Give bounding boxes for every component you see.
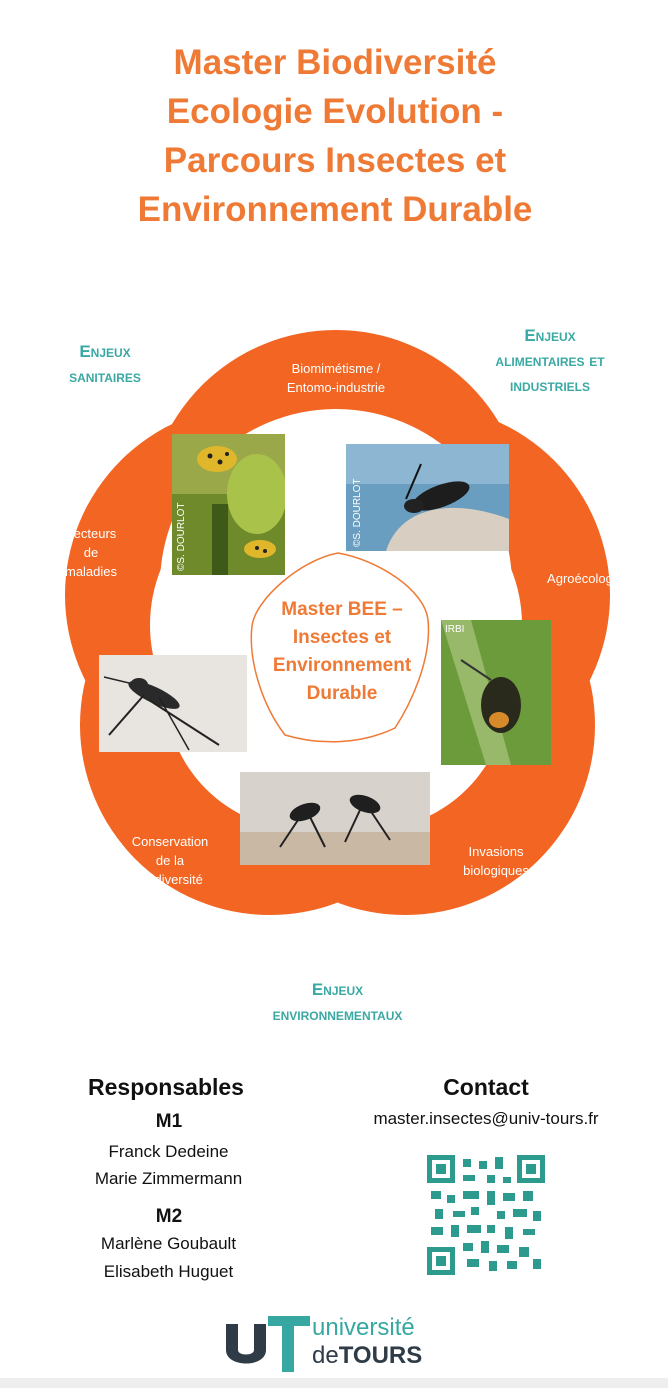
petal-label-right: Agroécologie (547, 571, 623, 586)
responsables-heading: Responsables (88, 1074, 244, 1100)
logo-de: de (312, 1342, 339, 1369)
photo-ants (240, 772, 430, 865)
m2-label: M2 (155, 1206, 183, 1227)
title-line: Master Biodiversité (173, 43, 497, 82)
university-logo-icon (226, 1316, 310, 1372)
photo-logo-text: IRBI (445, 624, 465, 635)
contact-heading: Contact (443, 1074, 529, 1100)
photo-mosquito (99, 655, 247, 752)
title-line: Environnement Durable (137, 190, 533, 229)
footer-band (0, 1378, 668, 1388)
challenge-food-industry: Enjeux alimentaires et industriels (495, 326, 605, 395)
logo-line2: deTOURS (312, 1342, 422, 1370)
photo-credit: ©S. DOURLOT (176, 502, 187, 572)
m1-label: M1 (155, 1111, 183, 1132)
m2-name: Elisabeth Huguet (103, 1262, 234, 1281)
university-logo: université deTOURS (222, 1310, 452, 1374)
petal-label-top: Biomimétisme / Entomo-industrie (286, 361, 386, 395)
logo-tours: TOURS (338, 1342, 423, 1369)
page-title: Master Biodiversité Ecologie Evolution -… (40, 38, 630, 234)
photo-beetle: ©S. DOURLOT (346, 444, 509, 551)
qr-code-icon (427, 1155, 545, 1275)
m1-name: Marie Zimmermann (94, 1169, 243, 1188)
photo-ladybird: ©S. DOURLOT (172, 434, 285, 575)
contact-email[interactable]: master.insectes@univ-tours.fr (373, 1109, 599, 1128)
center-label: Master BEE – Insectes et Environnement D… (272, 599, 412, 704)
petal-label-bottom-right: Invasions biologiques (463, 844, 529, 878)
logo-line1: université (312, 1314, 415, 1341)
photo-credit: ©S. DOURLOT (352, 478, 363, 548)
petal-label-bottom-left: Conservation de la biodiversité (131, 834, 209, 887)
m1-name: Franck Dedeine (108, 1142, 229, 1161)
challenge-sanitary: Enjeux sanitaires (69, 342, 141, 386)
center-outline (250, 552, 430, 743)
petal-label-left: Vecteurs de maladies (64, 526, 118, 579)
photo-wasp: IRBI (441, 620, 551, 765)
m2-name: Marlène Goubault (100, 1234, 237, 1253)
title-line: Ecologie Evolution - (166, 92, 504, 131)
challenge-environment: Enjeux environnementaux (272, 980, 403, 1024)
title-line: Parcours Insectes et (163, 141, 507, 180)
